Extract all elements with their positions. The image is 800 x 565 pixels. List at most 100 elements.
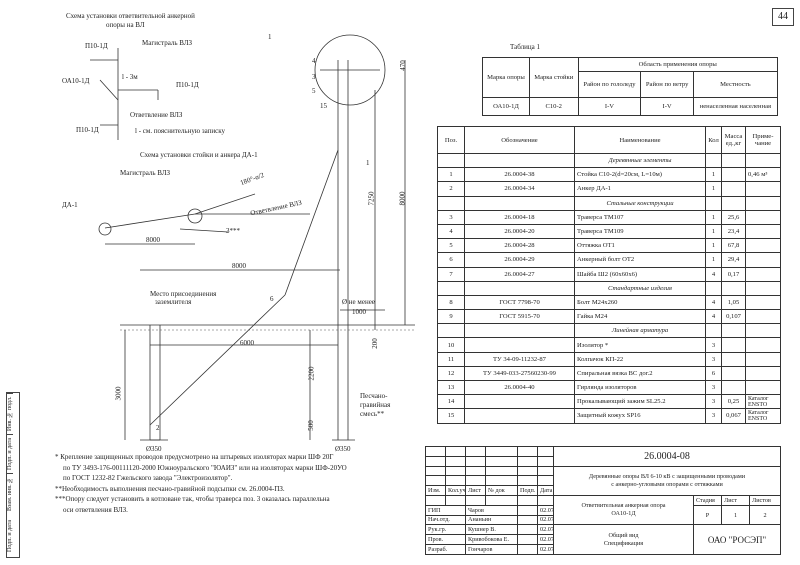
stage-header: Стадия — [693, 494, 722, 506]
role-date: 02.07 — [537, 504, 554, 516]
spec-cell — [705, 152, 722, 169]
table1-h-mark: Марка опоры — [482, 57, 530, 98]
label-alpha-note: 3*** — [226, 227, 240, 235]
label-otvetvlenie: Ответвление ВЛЗ — [130, 111, 183, 119]
role: Разраб. — [425, 543, 466, 555]
spec-pos: 3 — [437, 209, 465, 225]
sand-mix-2: гравийная — [360, 401, 391, 409]
item-title-2: ОА10-1Д — [611, 510, 636, 518]
table1-cell: С10-2 — [528, 97, 579, 116]
sheets-header: Листов — [748, 494, 782, 506]
spec-pos: 1 — [437, 167, 465, 183]
role: Рук.гр. — [425, 524, 466, 536]
note-line: **Необходимость выполнения песчано-грави… — [55, 484, 285, 493]
spec-pos: 13 — [437, 379, 465, 396]
spec-name: Траверса ТМ109 — [574, 223, 706, 240]
role-date: 02.07 — [537, 514, 554, 526]
spec-qty: 4 — [705, 294, 722, 311]
mark-15: 15 — [320, 102, 327, 110]
table1-h-ice: Район по гололеду — [577, 71, 642, 98]
ground-mark: Место присоединения — [150, 290, 217, 298]
spec-mass: 67,8 — [721, 238, 746, 254]
spec-mass — [721, 379, 746, 396]
spec-qty: 1 — [705, 238, 722, 254]
spec-note: Каталог ENSTO — [745, 394, 781, 410]
spec-section-row: Линейная арматура — [437, 323, 781, 339]
label-p10-1d-right: П10-1Д — [176, 81, 199, 89]
spec-note — [745, 238, 781, 254]
spec-cell — [745, 280, 781, 296]
dim-3000: 3000 — [114, 386, 123, 401]
note-line: * Крепление защищенных проводов предусмо… — [55, 453, 334, 461]
signature — [517, 504, 538, 516]
spec-h-note: Приме-чание — [745, 126, 781, 154]
dim-470: 470 — [398, 60, 407, 71]
spec-mass — [721, 181, 746, 197]
spec-qty: 3 — [705, 379, 722, 396]
side-stamp: Инв. № подл. Подп. и дата Взам. инв. № П… — [6, 392, 20, 558]
spec-mass: 29,4 — [721, 252, 746, 268]
sheet-header: Лист — [721, 494, 750, 506]
spec-name: Гайка М24 — [574, 309, 706, 325]
spec-qty: 1 — [705, 209, 722, 225]
spec-cell — [705, 323, 722, 339]
spec-qty: 4 — [705, 266, 722, 282]
spec-pos: 4 — [437, 223, 465, 240]
mark-5: 5 — [312, 87, 316, 95]
item-sub-2: Спецификация — [603, 539, 644, 547]
note-line: по ГОСТ 1232-82 Гжельского завода "Элект… — [63, 474, 233, 482]
d-min: Ø не менее — [342, 298, 375, 306]
table1-cell: I-V — [577, 97, 642, 116]
note-line: ***Опору следует установить в котловане … — [55, 495, 330, 503]
dim-7250: 7250 — [367, 191, 376, 206]
mark-1-mid: 1 — [366, 159, 370, 167]
spec-designation: 26.0004-38 — [464, 167, 575, 183]
role-name: Кушнер В. — [465, 524, 518, 536]
spec-h-name: Наименование — [574, 126, 706, 154]
spec-qty: 3 — [705, 337, 722, 353]
label-oa10-1d: ОА10-1Д — [62, 77, 90, 85]
spec-pos: 5 — [437, 238, 465, 254]
table1: Марка опоры Марка стойки Область примене… — [482, 57, 779, 116]
spec-cell — [721, 195, 746, 211]
label-magistral: Магистраль ВЛЗ — [142, 39, 192, 47]
spec-section-row: Стальные конструкции — [437, 195, 781, 211]
dim-1000: 1000 — [352, 308, 366, 316]
spec-name: Шайба Ш2 (60х60х6) — [574, 266, 706, 282]
role-date: 02.07 — [537, 524, 554, 536]
spec-note — [745, 337, 781, 353]
diagram1-title: Схема установки ответвительной анкерной — [66, 12, 195, 20]
spec-cell — [437, 280, 465, 296]
org-name: ОАО "РОСЭП" — [692, 524, 782, 555]
spec-qty: 1 — [705, 252, 722, 268]
spec-cell — [464, 280, 575, 296]
mark-6: 6 — [270, 295, 274, 303]
table1-h-locality: Местность — [692, 71, 779, 98]
spec-note — [745, 309, 781, 325]
spec-note — [745, 379, 781, 396]
doc-description: Деревянные опоры ВЛ 6-10 кВ с защищенным… — [552, 465, 782, 496]
spec-name: Колпачок КП-22 — [574, 351, 706, 367]
table1-cell: ненаселенная населенная — [692, 97, 779, 116]
role-name: Кривобокова Е. — [465, 534, 518, 545]
spec-mass — [721, 351, 746, 367]
spec-note — [745, 181, 781, 197]
signature — [517, 543, 538, 555]
spec-note — [745, 266, 781, 282]
desc-line-1: Деревянные опоры ВЛ 6-10 кВ с защищенным… — [588, 472, 746, 480]
item-title-1: Ответвительная анкерная опора — [581, 502, 666, 510]
label-p10-1d-bottom: П10-1Д — [76, 126, 99, 134]
d350-right: Ø350 — [335, 445, 351, 453]
spec-section-title: Стандартные изделия — [574, 280, 706, 296]
dim-6000: 6000 — [240, 339, 254, 347]
spec-h-mass: Масса ед.,кг — [721, 126, 746, 154]
table1-h-area: Область применения опоры — [577, 57, 778, 72]
sheet-value: 1 — [721, 504, 750, 526]
spec-designation: 26.0004-20 — [464, 223, 575, 240]
spec-mass: 0,25 — [721, 394, 746, 410]
role: ГИП — [425, 504, 466, 516]
stage-value: Р — [693, 504, 722, 526]
spec-pos: 7 — [437, 266, 465, 282]
